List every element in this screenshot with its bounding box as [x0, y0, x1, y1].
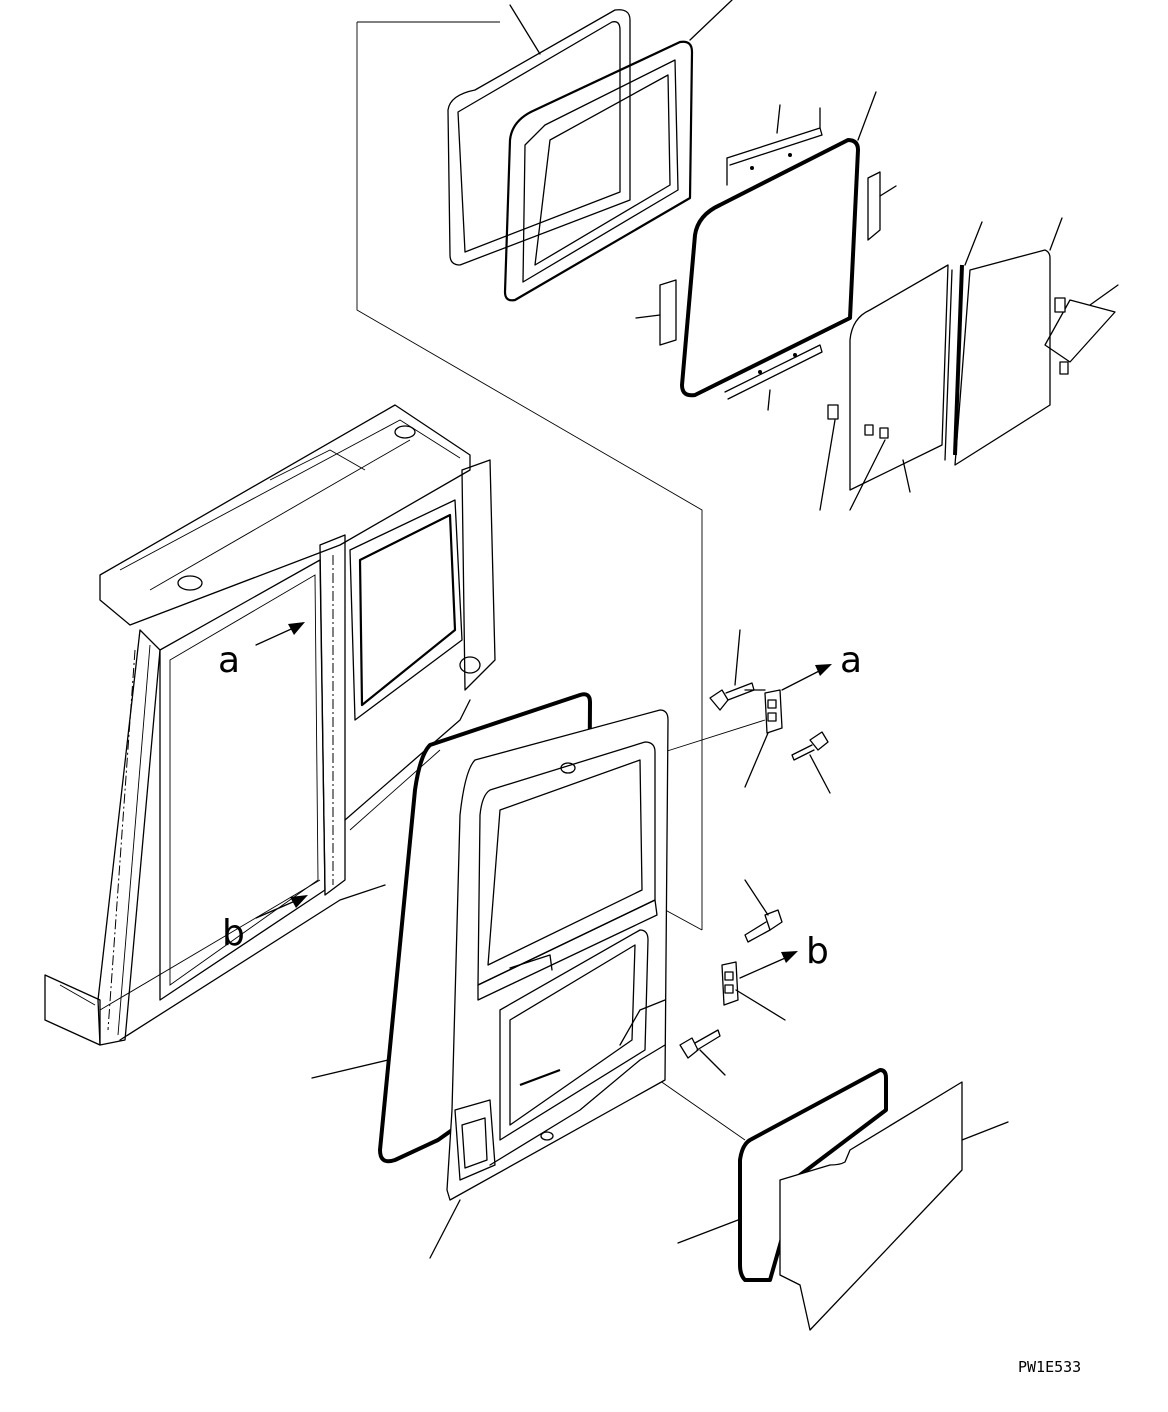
door-assembly [429, 709, 669, 1259]
lower-window-seal [677, 1068, 888, 1282]
hinge-bolt-lower-2 [679, 1029, 726, 1076]
lower-window-glass [779, 1081, 1009, 1331]
view-marker-a-right: a [781, 640, 862, 691]
drawing-code: PW1E533 [1018, 1358, 1081, 1376]
hinge-bolt-upper-1 [709, 629, 755, 711]
svg-text:b: b [806, 931, 829, 972]
lower-hinge [721, 961, 786, 1021]
sliding-glass-rear [954, 217, 1063, 466]
glass-spacer-right [867, 171, 897, 241]
hinge-bolt-lower-1 [744, 879, 783, 943]
glass-latch [1044, 284, 1119, 375]
glass-spacer-left [635, 279, 677, 346]
view-marker-a-left: a [218, 622, 305, 681]
svg-text:b: b [222, 913, 245, 954]
view-marker-b-left: b [222, 895, 308, 954]
glass-spacer-top [726, 104, 823, 186]
upper-window-seal [447, 4, 631, 266]
glass-spacer-bottom [724, 344, 823, 411]
upper-hinge [744, 689, 783, 788]
sliding-glass-front [819, 264, 949, 511]
svg-text:a: a [218, 640, 240, 681]
hinge-bolt-upper-2 [791, 731, 831, 794]
svg-text:a: a [840, 640, 862, 681]
mid-window-glass-seal [680, 91, 877, 398]
door-seal [311, 692, 592, 1164]
upper-window-frame [503, 0, 733, 302]
view-marker-b-right: b [739, 931, 829, 979]
cab-frame [44, 404, 496, 1046]
glass-rubber-strip [944, 221, 983, 461]
